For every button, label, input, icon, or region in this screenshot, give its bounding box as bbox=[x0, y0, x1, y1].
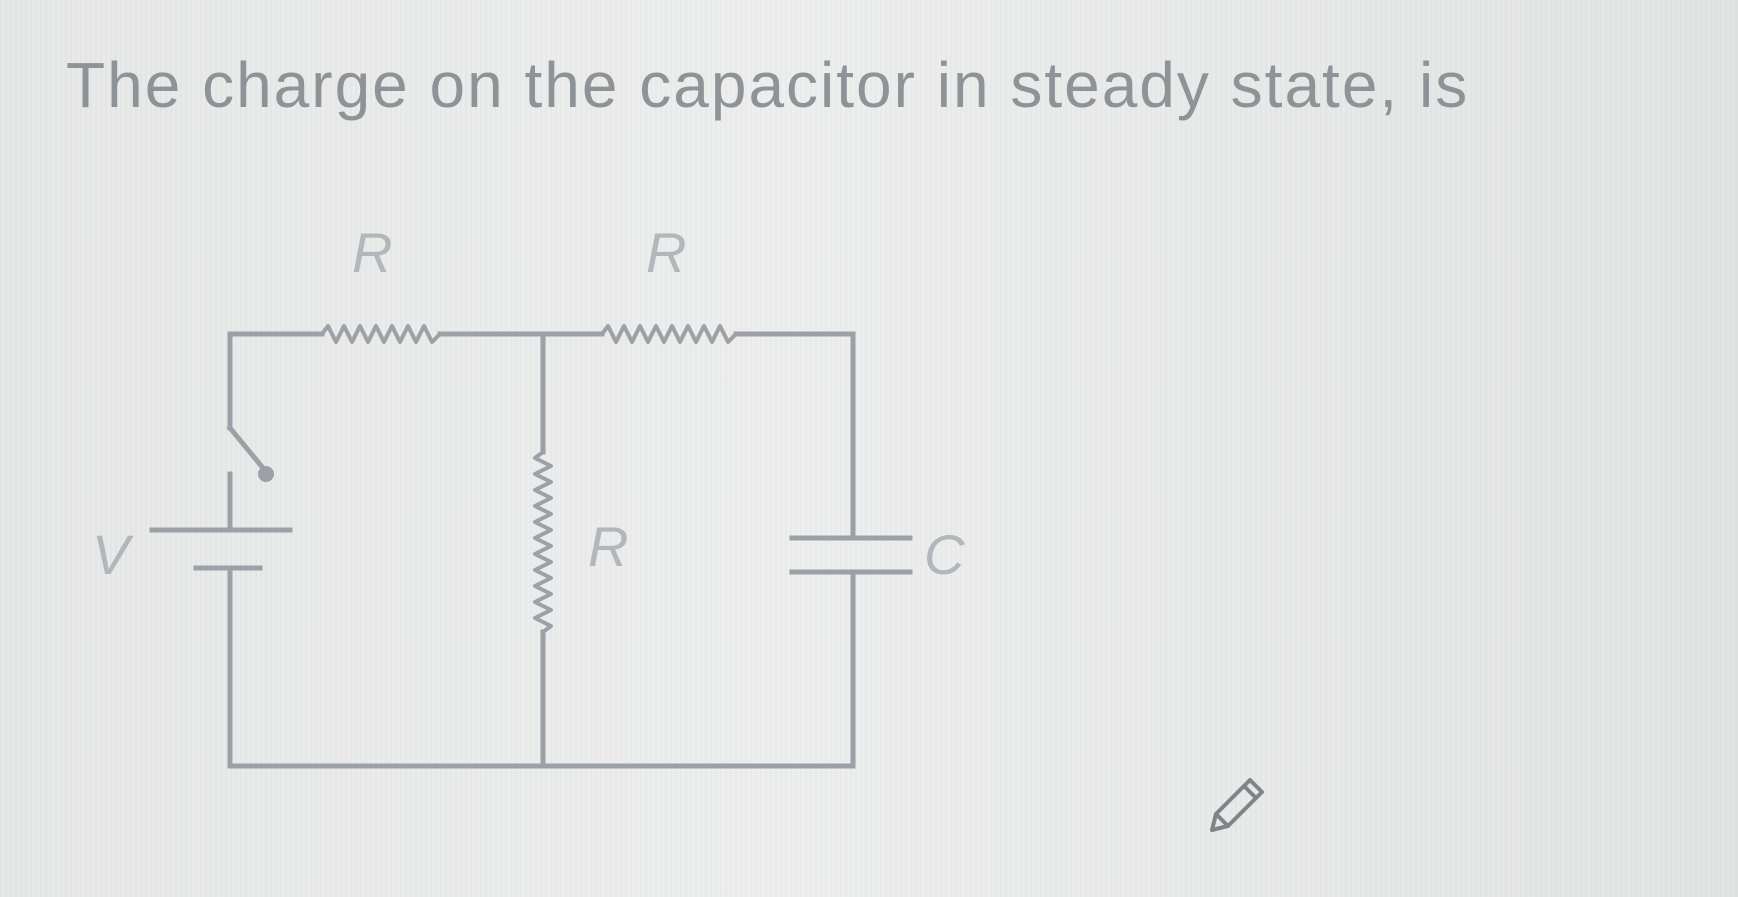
switch-contact bbox=[258, 466, 274, 482]
question-text: The charge on the capacitor in steady st… bbox=[66, 49, 1470, 121]
resistor-middle bbox=[533, 450, 553, 634]
label-resistor-top-right: R bbox=[646, 221, 686, 284]
resistor-top-left bbox=[320, 324, 442, 344]
pencil-icon[interactable] bbox=[1200, 772, 1270, 842]
switch-blade bbox=[226, 424, 267, 472]
wire-top-right bbox=[733, 331, 856, 541]
label-resistor-middle: R bbox=[588, 515, 628, 578]
label-capacitor: C bbox=[924, 523, 965, 586]
label-resistor-top-left: R bbox=[352, 221, 392, 284]
resistor-top-right bbox=[600, 324, 738, 344]
wire-switch-top-left bbox=[227, 331, 325, 431]
label-battery: V bbox=[92, 523, 134, 586]
